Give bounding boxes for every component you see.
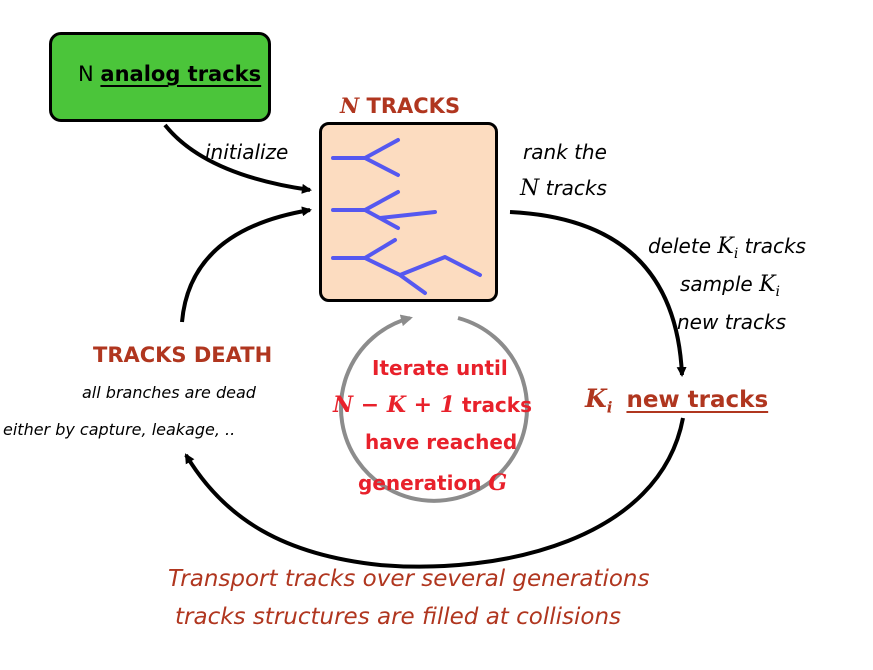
- caption-line2: tracks structures are filled at collisio…: [175, 604, 622, 630]
- analog-tracks-label: N analog tracks: [78, 62, 261, 86]
- new-tracks-node: Ki new tracks: [585, 384, 768, 417]
- analog-prefix: N: [78, 62, 94, 86]
- rank-suffix: tracks: [545, 176, 607, 200]
- tracks-node: [319, 122, 498, 302]
- rank-label-line1: rank the: [523, 140, 607, 164]
- loop-math: N − K + 1: [333, 392, 456, 418]
- delete-prefix: delete: [648, 234, 712, 258]
- loop-line4-text: generation: [358, 471, 482, 495]
- delete-label: delete Ki tracks: [648, 234, 806, 262]
- loop-line2-text: tracks: [462, 393, 532, 417]
- sample-var: K: [759, 272, 776, 297]
- tracks-title: N TRACKS: [340, 93, 460, 118]
- loop-line4: generation G: [358, 470, 507, 496]
- new-tracks-edge-label: new tracks: [677, 310, 787, 334]
- death-line2: either by capture, leakage, ..: [3, 420, 236, 439]
- death-title: TRACKS DEATH: [93, 343, 273, 367]
- rank-label-line2: N tracks: [520, 176, 607, 201]
- new-tracks-sub: i: [606, 398, 613, 417]
- death-to-tracks-arrow: [180, 206, 312, 323]
- sample-prefix: sample: [680, 272, 753, 296]
- loop-line2: N − K + 1 tracks: [333, 392, 532, 418]
- iterate-loop-circle: [339, 314, 529, 503]
- initialize-label: initialize: [205, 140, 289, 164]
- caption-line1: Transport tracks over several generation…: [168, 566, 650, 592]
- new-tracks-label: new tracks: [626, 387, 769, 413]
- rank-delete-sample-arrow: [509, 210, 687, 377]
- analog-label: analog tracks: [100, 62, 262, 86]
- delete-sub: i: [733, 246, 739, 262]
- loop-line1: Iterate until: [372, 356, 508, 380]
- tracks-title-text: TRACKS: [366, 94, 461, 118]
- death-line1: all branches are dead: [82, 383, 256, 402]
- new-tracks-var: K: [585, 384, 607, 413]
- analog-tracks-node: [49, 32, 271, 122]
- rank-var: N: [520, 176, 540, 201]
- tracks-title-var: N: [340, 93, 360, 118]
- delete-var: K: [717, 234, 734, 259]
- loop-var: G: [488, 470, 508, 496]
- loop-line3: have reached: [365, 430, 518, 454]
- sample-label: sample Ki: [680, 272, 780, 300]
- sample-sub: i: [775, 284, 780, 300]
- initialize-arrow: [163, 123, 312, 194]
- transport-arrow: [184, 417, 685, 569]
- delete-suffix: tracks: [744, 234, 806, 258]
